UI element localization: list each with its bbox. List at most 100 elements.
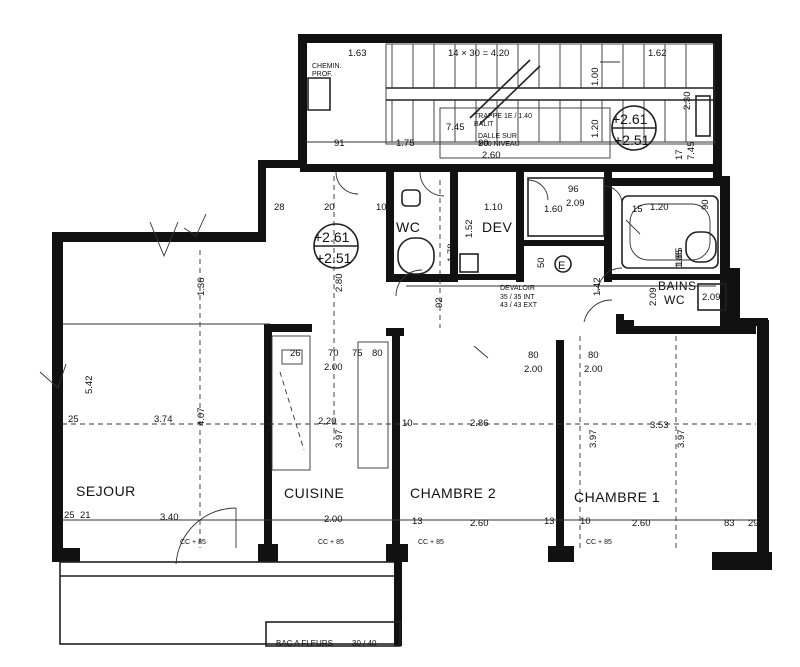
level-hall-top: +2.61 [314,229,350,245]
note-trappe-1: TRAPPE 1E / 1.40 [474,113,532,120]
note-trappe-2: BALIT [474,121,494,128]
svg-text:91: 91 [334,138,345,149]
washing-machine-icon [697,283,727,311]
level-landing-bottom: +2.51 [614,132,650,148]
svg-text:2.00: 2.00 [524,364,543,375]
svg-text:1.60: 1.60 [544,204,563,215]
e-symbol-icon [554,255,572,273]
svg-text:3.97: 3.97 [334,430,345,449]
svg-text:1.20: 1.20 [650,202,669,213]
svg-text:1.78: 1.78 [446,244,457,263]
note-stair: 14 × 30 = 4.20 [448,48,509,59]
svg-text:70: 70 [328,348,339,359]
note-devaloir-2: 35 / 35 INT [500,294,535,301]
svg-text:29: 29 [748,518,759,529]
room-label-chambre-1: CHAMBRE 1 [574,489,660,505]
svg-text:1.85: 1.85 [674,250,685,269]
devaloir-chute-icon [459,253,479,273]
svg-text:15: 15 [632,204,643,215]
note-cheminee-1: CHEMIN. [312,63,342,70]
wc-sink-icon [401,189,421,207]
svg-text:2.09: 2.09 [648,288,659,307]
svg-text:3.40: 3.40 [160,512,179,523]
level-landing-top: +2.61 [612,111,648,127]
staircase [385,43,715,159]
room-label-dev: DEV [482,219,512,235]
svg-text:96: 96 [568,184,579,195]
bathtub-icon [621,195,719,269]
svg-text:2.60: 2.60 [482,150,501,161]
svg-text:28: 28 [274,202,285,213]
exterior-walls [52,34,772,646]
svg-text:25: 25 [68,414,79,425]
svg-text:92: 92 [434,297,445,308]
svg-text:90: 90 [478,138,489,149]
svg-text:1.36: 1.36 [196,278,207,297]
note-bac-a-fleurs: BAC A FLEURS [276,639,333,648]
svg-text:2.00: 2.00 [584,364,603,375]
svg-text:7.45: 7.45 [446,122,465,133]
dimension-lines [62,141,756,548]
note-devaloir-3: 43 / 43 EXT [500,302,538,309]
svg-text:1.63: 1.63 [348,48,367,59]
svg-text:17: 17 [674,149,685,160]
room-label-chambre-2: CHAMBRE 2 [410,485,496,501]
svg-text:10: 10 [376,202,387,213]
svg-text:21: 21 [80,510,91,521]
svg-text:3.97: 3.97 [676,430,687,449]
svg-text:75: 75 [352,348,363,359]
svg-text:2.30: 2.30 [682,92,693,111]
svg-text:1.75: 1.75 [396,138,415,149]
svg-text:10: 10 [402,418,413,429]
note-bac-dim: 30 / 40 [352,639,377,648]
svg-text:1.20: 1.20 [590,120,601,139]
room-label-wc: WC [396,219,420,235]
svg-text:1.62: 1.62 [648,48,667,59]
svg-text:4.07: 4.07 [196,408,207,427]
note-dalle-2: 1.00 NIVEAU [478,141,520,148]
svg-text:1.10: 1.10 [484,202,503,213]
svg-text:5.42: 5.42 [84,376,95,395]
svg-text:80: 80 [588,350,599,361]
svg-text:1.85: 1.85 [674,248,685,267]
svg-text:2.60: 2.60 [470,518,489,529]
svg-text:1.52: 1.52 [464,220,475,239]
svg-text:20: 20 [324,202,335,213]
svg-text:1.42: 1.42 [592,278,603,297]
svg-text:90: 90 [700,199,711,210]
outlet-note: CC + 85 [418,539,444,546]
svg-text:2.09: 2.09 [566,198,585,209]
outlet-note: CC + 85 [180,539,206,546]
fixtures [271,77,727,471]
svg-text:25: 25 [64,510,75,521]
bains-wc-toilet-icon [685,231,717,263]
kitchen-counter [271,335,311,471]
outlet-notes: CC + 85 CC + 85 CC + 85 CC + 85 [180,539,612,546]
shaft-icon [527,177,605,237]
outlet-note: CC + 85 [318,539,344,546]
svg-text:3.74: 3.74 [154,414,173,425]
svg-text:10: 10 [580,516,591,527]
level-hall-bottom: +2.51 [316,250,352,266]
room-label-bains: BAINS [658,279,697,293]
svg-text:3.53: 3.53 [650,420,669,431]
svg-text:80: 80 [372,348,383,359]
svg-text:80: 80 [528,350,539,361]
svg-text:7.45: 7.45 [686,142,697,161]
svg-text:2.09: 2.09 [702,292,721,303]
room-label-cuisine: CUISINE [284,485,344,501]
note-devaloir-1: DEVALOIR [500,285,535,292]
wc-toilet-icon [397,237,435,275]
svg-text:2.86: 2.86 [470,418,489,429]
outlet-note: CC + 85 [586,539,612,546]
svg-text:13: 13 [544,516,555,527]
svg-text:83: 83 [724,518,735,529]
note-cheminee-2: PROF. [312,71,333,78]
room-label-sejour: SEJOUR [76,483,136,499]
door-swings [175,171,623,565]
svg-text:2.00: 2.00 [324,362,343,373]
note-dalle-1: DALLE SUR [478,133,517,140]
svg-text:1.00: 1.00 [590,68,601,87]
svg-text:2.60: 2.60 [632,518,651,529]
